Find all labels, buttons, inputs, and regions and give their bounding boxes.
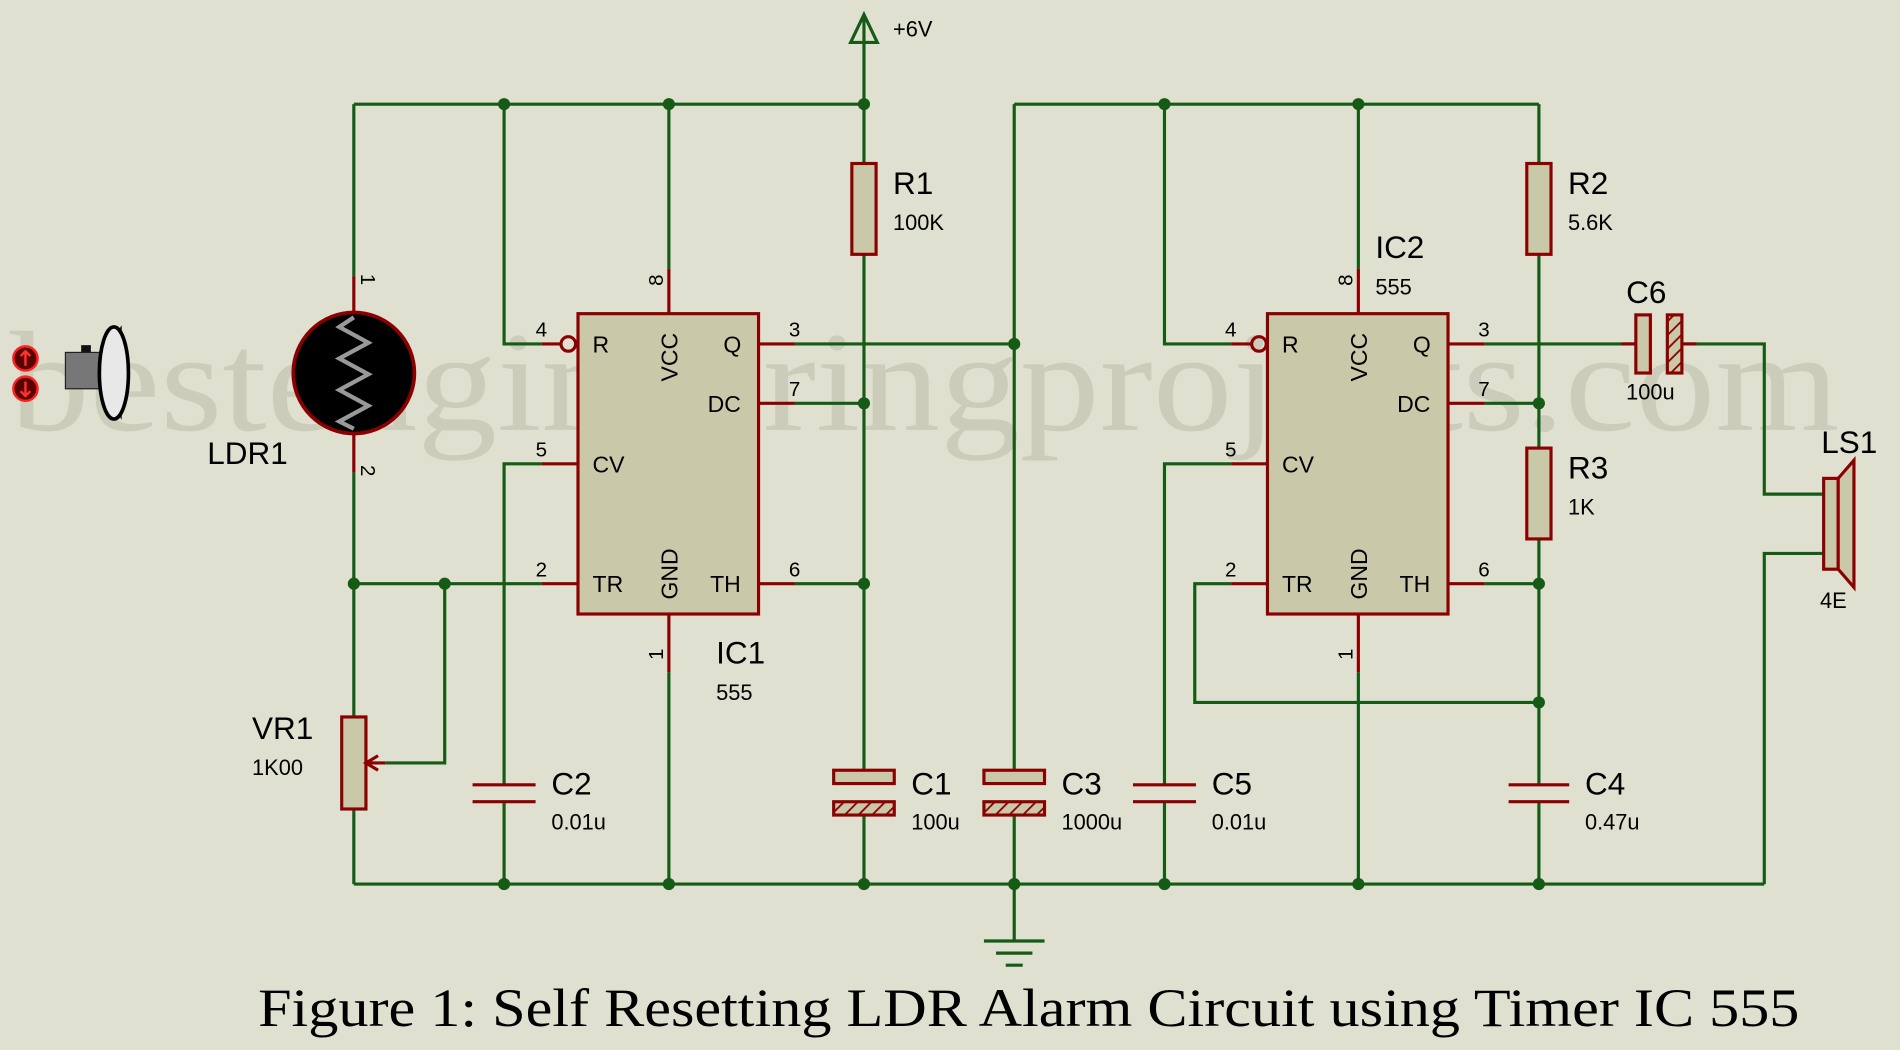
c2[interactable]: C2 0.01u: [472, 765, 606, 835]
ldr1[interactable]: 1 2 LDR1: [207, 274, 417, 477]
ic1-pin-gnd: GND: [656, 548, 682, 599]
figure-caption: Figure 1: Self Resetting LDR Alarm Circu…: [258, 977, 1799, 1038]
c4-value: 0.47u: [1585, 810, 1640, 835]
r2-value: 5.6K: [1568, 210, 1613, 235]
ic2-pinnum-1: 1: [1334, 649, 1357, 660]
ic1-pinnum-5: 5: [536, 439, 547, 462]
vr1-ref: VR1: [252, 710, 313, 746]
c1-value: 100u: [911, 810, 960, 835]
ic2-pin-vcc: VCC: [1346, 333, 1372, 382]
ic1-pinnum-3: 3: [789, 319, 800, 342]
ic1-pin-dc: DC: [708, 391, 741, 417]
r3-ref: R3: [1568, 449, 1608, 485]
c4[interactable]: C4 0.47u: [1508, 765, 1640, 835]
ls1-ref: LS1: [1821, 424, 1877, 460]
ic2[interactable]: R CV TR Q DC TH VCC GND 4 5 2 3 7 6 8 1 …: [1225, 229, 1490, 673]
ic1-pin-cv: CV: [593, 451, 626, 477]
ic1-pinnum-7: 7: [789, 378, 800, 401]
supply-terminal: +6V: [848, 10, 933, 44]
c1[interactable]: C1 100u: [832, 765, 960, 835]
ic2-value: 555: [1375, 274, 1411, 299]
c3[interactable]: C3 1000u: [982, 765, 1122, 835]
c6[interactable]: C6 100u: [1621, 274, 1697, 405]
arrow-up-icon[interactable]: [12, 345, 39, 372]
vr1[interactable]: VR1 1K00: [252, 710, 386, 811]
ic2-pin-r: R: [1282, 331, 1299, 357]
ldr1-ref: LDR1: [207, 435, 288, 471]
junctions: [347, 98, 1545, 891]
r1[interactable]: R1 100K: [850, 161, 945, 256]
vr1-value: 1K00: [252, 755, 303, 780]
c6-ref: C6: [1626, 274, 1666, 310]
c1-ref: C1: [911, 765, 951, 801]
r1-ref: R1: [893, 165, 933, 201]
supply-label: +6V: [893, 16, 933, 41]
ic1-pin-vcc: VCC: [656, 333, 682, 382]
wires: [352, 42, 1824, 942]
ic2-pinnum-7: 7: [1478, 378, 1489, 401]
ls1-value: 4E: [1820, 588, 1847, 613]
ic1-pinnum-2: 2: [536, 558, 547, 581]
r3-value: 1K: [1568, 495, 1595, 520]
ic1-pin-q: Q: [723, 331, 741, 357]
r1-value: 100K: [893, 210, 944, 235]
ground-symbol: [983, 939, 1045, 967]
ic1-pin-th: TH: [710, 571, 741, 597]
ic1-pin-tr: TR: [593, 571, 624, 597]
ic2-pin-dc: DC: [1397, 391, 1430, 417]
c3-ref: C3: [1061, 765, 1101, 801]
c5-value: 0.01u: [1212, 810, 1267, 835]
c4-ref: C4: [1585, 765, 1625, 801]
ls1[interactable]: LS1 4E: [1820, 424, 1877, 613]
c6-value: 100u: [1626, 380, 1675, 405]
c2-ref: C2: [551, 765, 591, 801]
ic2-pin-gnd: GND: [1346, 548, 1372, 599]
ic1-pinnum-8: 8: [645, 274, 668, 285]
ic2-pinnum-4: 4: [1225, 319, 1236, 342]
arrow-down-icon[interactable]: [12, 375, 39, 403]
ic2-pin-cv: CV: [1282, 451, 1315, 477]
c5[interactable]: C5 0.01u: [1132, 765, 1267, 835]
ic2-ref: IC2: [1375, 229, 1424, 265]
sound-control: [12, 325, 131, 421]
ic1[interactable]: R CV TR Q DC TH VCC GND 4 5 2 3 7 6 8 1 …: [536, 268, 801, 705]
ic1-ref: IC1: [716, 635, 765, 671]
ic1-pin-r: R: [593, 331, 610, 357]
ic2-pinnum-8: 8: [1334, 274, 1357, 285]
c3-value: 1000u: [1061, 810, 1122, 835]
ic2-pinnum-6: 6: [1478, 558, 1489, 581]
ic1-pinnum-4: 4: [536, 319, 547, 342]
c5-ref: C5: [1212, 765, 1252, 801]
r2[interactable]: R2 5.6K: [1525, 161, 1614, 256]
ic2-pinnum-3: 3: [1478, 319, 1489, 342]
r2-ref: R2: [1568, 165, 1608, 201]
ic1-pinnum-6: 6: [789, 558, 800, 581]
ic2-pinnum-5: 5: [1225, 439, 1236, 462]
ldr1-pin2: 2: [356, 465, 379, 476]
r3[interactable]: R3 1K: [1525, 446, 1608, 541]
speaker-icon[interactable]: [64, 325, 131, 421]
ic2-pin-q: Q: [1413, 331, 1431, 357]
ic1-pinnum-1: 1: [645, 649, 668, 660]
ic2-pin-tr: TR: [1282, 571, 1313, 597]
ic1-value: 555: [716, 680, 752, 705]
ic2-pin-th: TH: [1400, 571, 1431, 597]
ldr1-pin1: 1: [356, 274, 379, 285]
ic2-pinnum-2: 2: [1225, 558, 1236, 581]
c2-value: 0.01u: [551, 810, 606, 835]
